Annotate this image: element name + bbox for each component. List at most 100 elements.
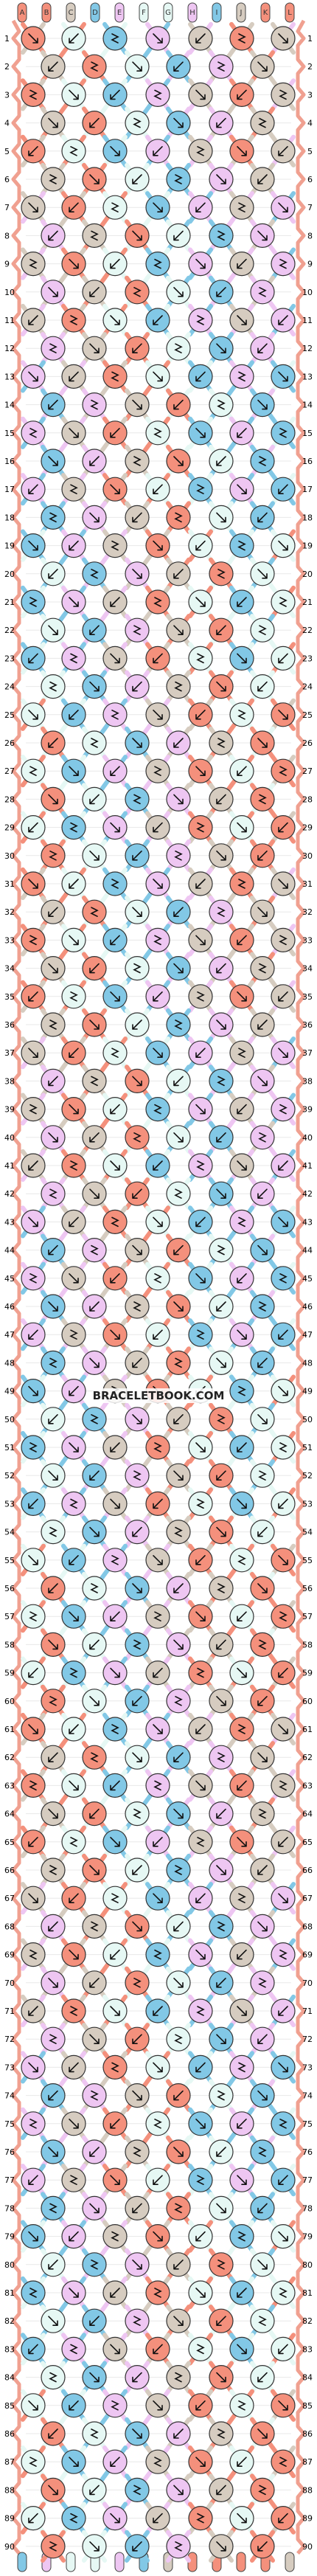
knot-arrow-icon (110, 146, 120, 156)
row-number-left: 50 (4, 1415, 15, 1424)
knot-arrow-icon (110, 1780, 120, 1791)
knot-arrow-icon (69, 2344, 78, 2355)
row-number-left: 19 (4, 541, 15, 551)
knot-arrow-icon (153, 766, 162, 776)
row-number-right: 36 (302, 1020, 313, 1030)
knot-arrow-icon (69, 766, 79, 776)
knot-arrow-icon (258, 287, 267, 297)
knot-arrow-icon (110, 597, 120, 607)
row-number-left: 47 (4, 1330, 15, 1340)
string-letter: E (117, 9, 122, 17)
knot-arrow-icon (173, 1470, 184, 1481)
row-number-right: 85 (302, 2401, 313, 2411)
knot-arrow-icon (29, 1780, 38, 1791)
knot-arrow-icon (69, 991, 78, 1002)
row-number-right: 83 (302, 2344, 313, 2354)
knot-arrow-icon (153, 315, 163, 325)
knot-arrow-icon (69, 710, 79, 720)
knot-arrow-icon (153, 597, 162, 607)
knot-arrow-icon (49, 2372, 58, 2383)
knot-arrow-icon (28, 146, 38, 156)
knot-arrow-icon (111, 33, 119, 44)
knot-arrow-icon (257, 2090, 268, 2101)
knot-arrow-icon (237, 2288, 247, 2298)
row-number-right: 84 (302, 2373, 313, 2383)
row-number-right: 14 (302, 401, 313, 410)
knot-arrow-icon (237, 2400, 246, 2411)
knot-arrow-icon (173, 738, 184, 748)
row-number-right: 6 (307, 175, 313, 184)
knot-arrow-icon (257, 2541, 268, 2552)
row-number-right: 86 (302, 2429, 313, 2439)
knot-arrow-icon (237, 1048, 246, 1058)
knot-arrow-icon (195, 2231, 206, 2242)
knot-arrow-icon (69, 484, 78, 494)
knot-arrow-icon (48, 625, 58, 635)
knot-arrow-icon (257, 2203, 268, 2214)
knot-arrow-icon (153, 1949, 162, 1960)
row-number-left: 62 (4, 1753, 15, 1762)
row-number-left: 49 (4, 1387, 15, 1396)
knot-arrow-icon (237, 1837, 247, 1847)
knot-arrow-icon (90, 2260, 99, 2270)
knot-arrow-icon (132, 2372, 142, 2383)
knot-arrow-icon (132, 2203, 142, 2214)
knot-arrow-icon (89, 625, 100, 635)
knot-arrow-icon (69, 1442, 79, 1453)
row-number-right: 42 (302, 1189, 313, 1199)
row-number-right: 50 (302, 1415, 313, 1424)
knot-arrow-icon (28, 1385, 38, 1396)
row-number-right: 30 (302, 851, 313, 861)
knot-arrow-icon (111, 1216, 119, 1228)
knot-arrow-icon (69, 2006, 78, 2016)
knot-arrow-icon (90, 1583, 99, 1593)
string-tail (66, 2, 76, 23)
string-tail (285, 2, 295, 23)
knot-arrow-icon (217, 907, 226, 917)
row-number-right: 66 (302, 1866, 313, 1875)
knot-arrow-icon (237, 1667, 247, 1678)
knot-arrow-icon (173, 2260, 184, 2270)
knot-arrow-icon (89, 2034, 100, 2044)
knot-arrow-icon (110, 2175, 120, 2185)
string-letter: C (69, 9, 74, 17)
knot-arrow-icon (49, 851, 58, 861)
knot-arrow-icon (48, 1921, 58, 1932)
knot-arrow-icon (153, 2006, 163, 2016)
knot-arrow-icon (196, 1837, 205, 1847)
row-number-left: 31 (4, 879, 15, 889)
row-number-left: 57 (4, 1612, 15, 1621)
knot-arrow-icon (69, 1385, 79, 1396)
knot-arrow-icon (173, 61, 184, 72)
knot-arrow-icon (153, 2513, 163, 2524)
knot-arrow-icon (195, 428, 206, 438)
knot-arrow-icon (237, 2456, 247, 2467)
row-number-right: 46 (302, 1302, 313, 1312)
knot-arrow-icon (257, 907, 268, 917)
knot-arrow-icon (173, 1808, 184, 1819)
knot-arrow-icon (132, 1244, 142, 1256)
knot-arrow-icon (173, 1583, 184, 1593)
knot-arrow-icon (89, 2485, 100, 2496)
knot-arrow-icon (174, 1019, 183, 1030)
knot-arrow-icon (174, 1696, 183, 1706)
knot-arrow-icon (153, 822, 163, 833)
row-number-right: 16 (302, 457, 313, 466)
row-number-left: 39 (4, 1105, 15, 1115)
knot-arrow-icon (69, 2231, 79, 2242)
knot-arrow-icon (133, 2485, 142, 2496)
row-number-right: 4 (307, 119, 313, 128)
knot-arrow-icon (69, 1611, 79, 1621)
knot-arrow-icon (153, 1273, 162, 1284)
knot-arrow-icon (111, 1555, 119, 1565)
string-tail (139, 2, 149, 23)
knot-arrow-icon (196, 2513, 205, 2524)
knot-arrow-icon (110, 258, 120, 269)
string-letter: G (165, 9, 171, 17)
knot-arrow-icon (237, 202, 246, 212)
knot-arrow-icon (28, 484, 38, 494)
knot-arrow-icon (195, 1611, 206, 1621)
knot-arrow-icon (153, 371, 163, 382)
knot-arrow-icon (237, 1949, 247, 1960)
knot-arrow-icon (257, 230, 268, 241)
